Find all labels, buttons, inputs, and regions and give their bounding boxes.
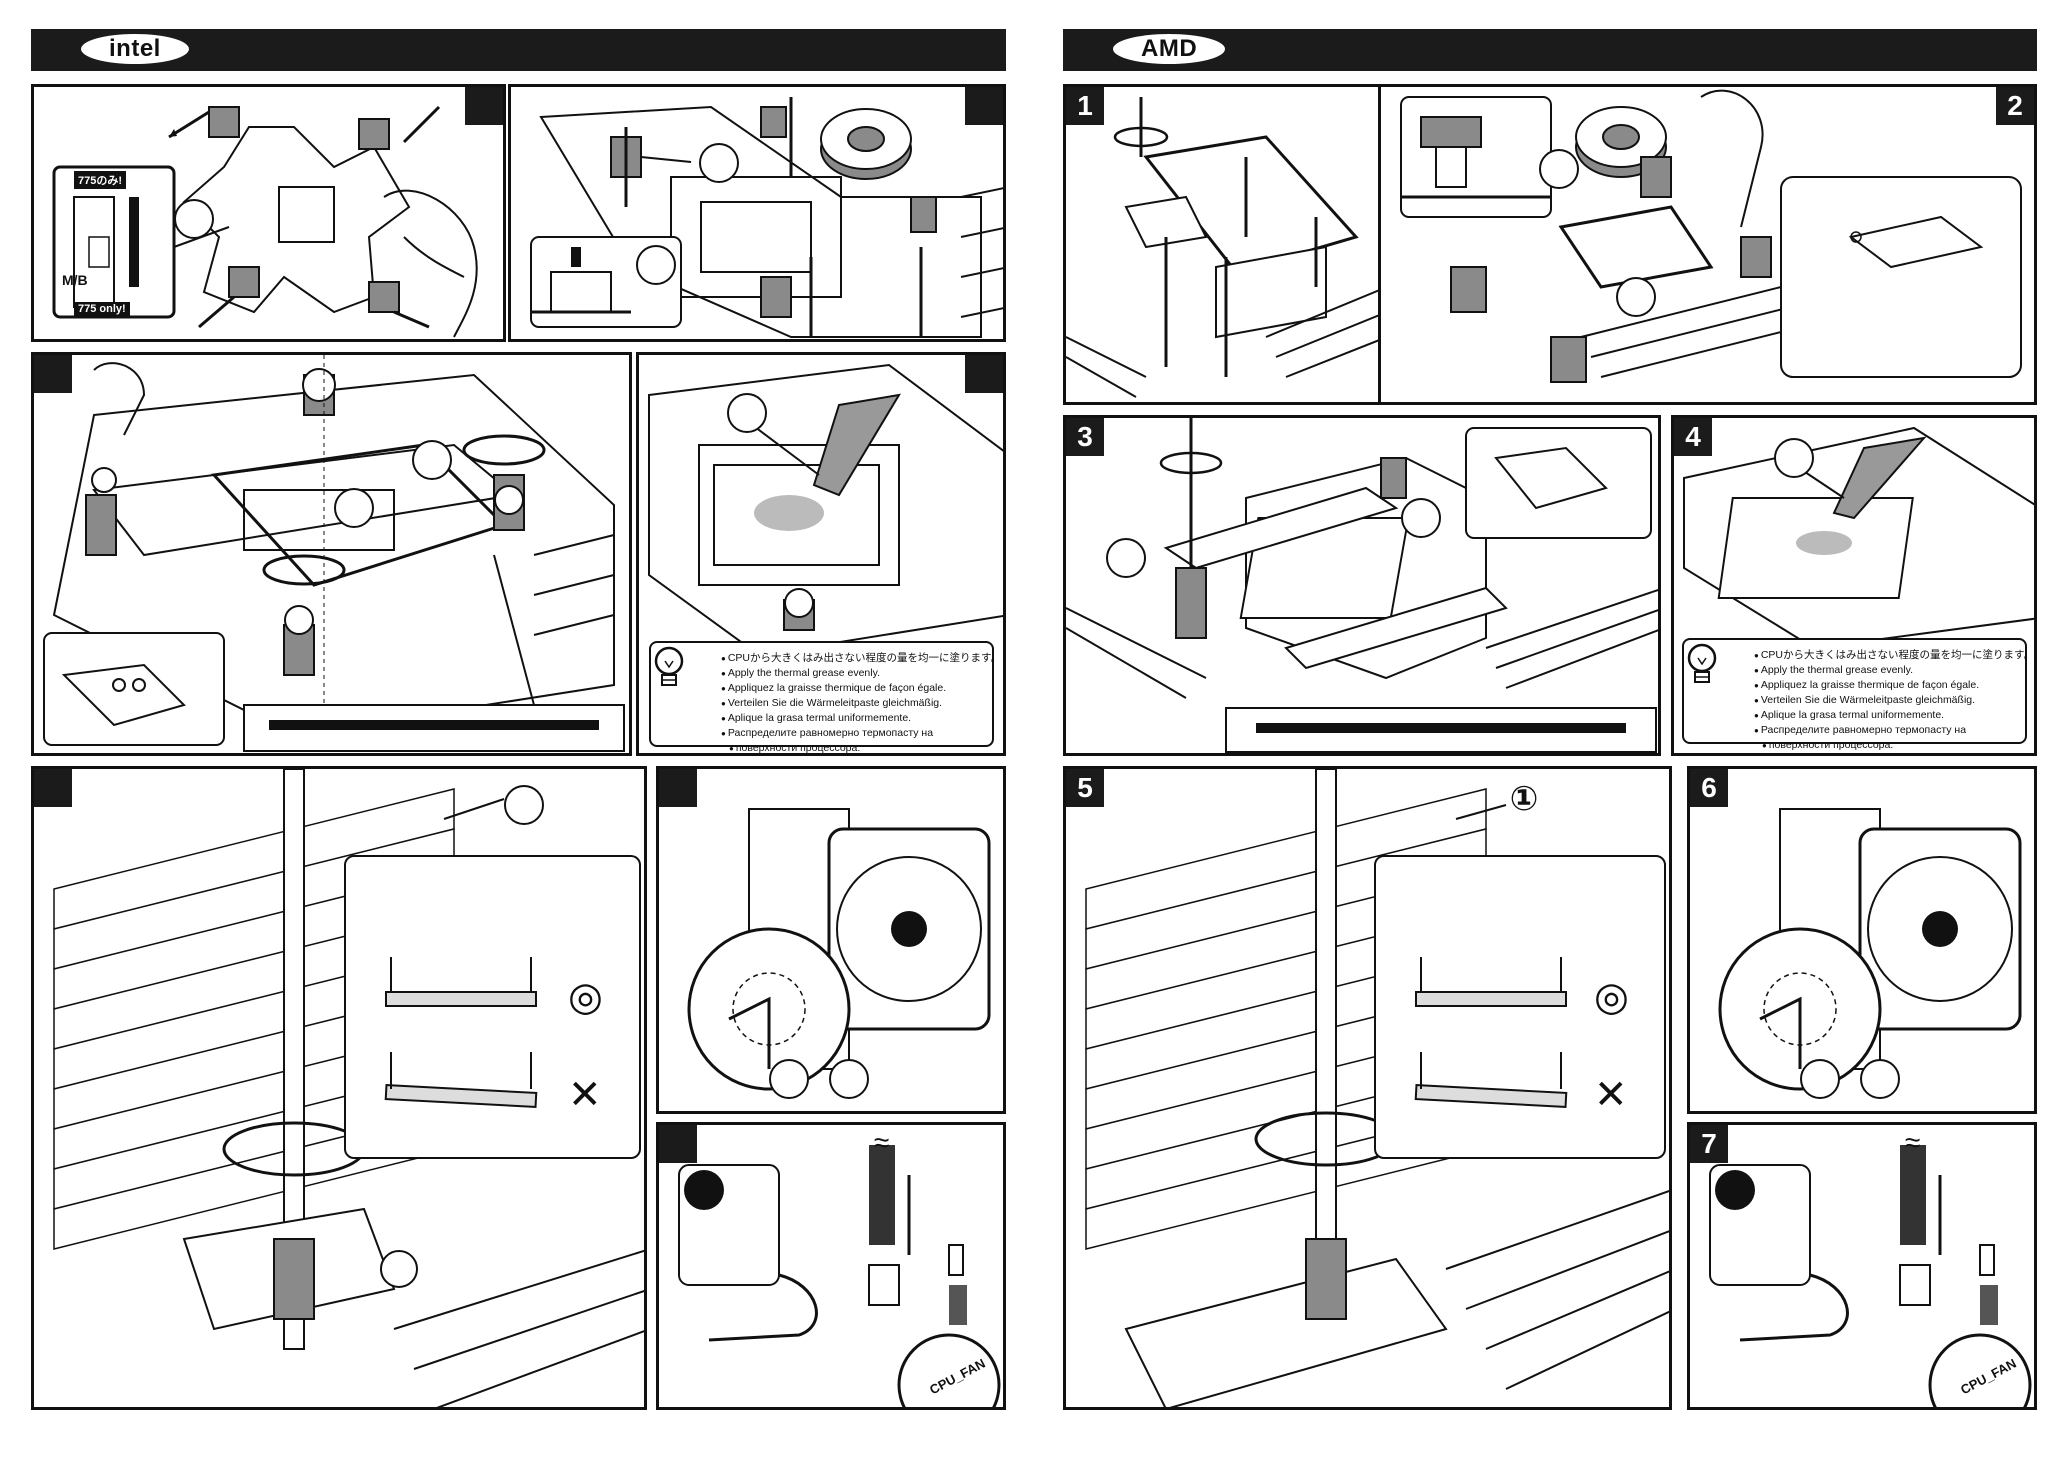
callout-circle [1106,538,1146,578]
note-line-fr: Appliquez la graisse thermique de façon … [1754,678,2017,693]
amd-screw-tightening-inset: ◎ ✕ [1374,855,1666,1159]
note-line-en: Apply the thermal grease evenly. [721,666,984,681]
step7-number: 7 [1690,1125,1728,1163]
step-number-box [34,355,72,393]
amd-step1-panel: 1 [1063,84,1384,405]
step4-number: 4 [1674,418,1712,456]
amd-bracket-removal-illustration [1066,97,1381,398]
step5-number: 5 [1066,769,1104,807]
intel-bracket-panel [31,352,632,756]
callout-circle [1860,1059,1900,1099]
tightening-diagram [384,957,538,1108]
amd-step4-panel: 4 CPUから大きくはみ出さない程度の量を均一に塗ります。 Apply the … [1671,415,2037,756]
step1-number: 1 [1066,87,1104,125]
intel-header-bar: intel [31,29,1006,71]
standoff-illustration [530,97,1003,338]
callout-circle [412,440,452,480]
step-number-box [34,769,72,807]
amd-header-bar: AMD [1063,29,2037,71]
fan-clip-illustration [687,808,991,1091]
lightbulb-icon [1687,643,1717,683]
callout-circle [1774,438,1814,478]
callout-circle [769,1059,809,1099]
step-number-box [465,87,503,125]
amd-step2-panel: 2 [1378,84,2037,405]
amd-step3-panel: 3 [1063,415,1661,756]
intel-fan-clip-panel [656,766,1006,1114]
amd-fan-connector-illustration [1709,1145,2032,1407]
wire-continues-symbol: ≈ [1905,1127,1921,1158]
note-line-ru-2: поверхности процессора. [721,741,984,753]
note-line-es: Aplique la grasa termal uniformemente. [721,711,984,726]
amd-fan-clip-illustration [1718,808,2022,1091]
callout-circle [174,199,214,239]
note-line-es: Aplique la grasa termal uniformemente. [1754,708,2017,723]
wire-continues-symbol: ≈ [874,1127,890,1158]
amd-logo: AMD [1113,34,1226,64]
callout-circle [727,393,767,433]
amd-standoff-illustration [1400,89,2022,383]
motherboard-label: M/B [62,272,88,288]
fan-connector-illustration [678,1145,1001,1407]
callout-circle [636,245,676,285]
intel-heatsink-mount-panel: ◎ ✕ [31,766,647,1410]
callout-circle [1616,277,1656,317]
thermal-grease-note: CPUから大きくはみ出さない程度の量を均一に塗ります。 Apply the th… [649,641,1001,753]
intel-backplate-panel: 775のみ! 775 only! M/B [31,84,506,342]
backplate-illustration [52,105,478,338]
callout-circle [504,785,544,825]
amd-thermal-grease-illustration [1683,426,2034,650]
intel-thermal-grease-panel: CPUから大きくはみ出さない程度の量を均一に塗ります。 Apply the th… [636,352,1006,756]
callout-circle [829,1059,869,1099]
note-line-de: Verteilen Sie die Wärmeleitpaste gleichm… [721,696,984,711]
step-number-box [965,355,1003,393]
note-line-jp: CPUから大きくはみ出さない程度の量を均一に塗ります。 [1754,648,2034,663]
bracket-illustration [43,355,625,753]
775-only-badge-en: 775 only! [74,302,130,316]
step-number-box [965,87,1003,125]
wrong-symbol: ✕ [1594,1073,1628,1117]
part-number-1: ① [1509,780,1539,818]
lightbulb-icon [654,646,684,686]
note-line-ru-2: поверхности процессора. [1754,738,2017,753]
callout-circle [334,488,374,528]
amd-thermal-grease-note: CPUから大きくはみ出さない程度の量を均一に塗ります。 Apply the th… [1682,638,2034,751]
amd-bracket-install-illustration [1066,418,1658,753]
intel-logo: intel [81,34,189,64]
callout-circle [1401,498,1441,538]
amd-step6-panel: 6 [1687,766,2037,1114]
callout-circle [1800,1059,1840,1099]
intel-fan-connector-panel: ≈ CPU_FAN [656,1122,1006,1410]
note-line-jp: CPUから大きくはみ出さない程度の量を均一に塗ります。 [721,651,1001,666]
note-line-ru: Распределите равномерно термопасту на [721,726,984,741]
note-line-ru: Распределите равномерно термопасту на [1754,723,2017,738]
note-line-fr: Appliquez la graisse thermique de façon … [721,681,984,696]
note-line-de: Verteilen Sie die Wärmeleitpaste gleichm… [1754,693,2017,708]
step-number-box [659,769,697,807]
intel-standoff-panel [508,84,1006,342]
wrong-symbol: ✕ [568,1073,602,1117]
screw-tightening-inset: ◎ ✕ [344,855,641,1159]
775-only-badge-jp: 775のみ! [74,171,127,189]
callout-circle [1539,149,1579,189]
step3-number: 3 [1066,418,1104,456]
callout-circle [699,143,739,183]
thermal-grease-illustration [648,363,1003,657]
amd-step5-panel: 5 ① ◎ ✕ [1063,766,1672,1410]
correct-symbol: ◎ [1594,975,1629,1019]
note-line-en: Apply the thermal grease evenly. [1754,663,2017,678]
correct-symbol: ◎ [568,975,603,1019]
step-number-box [659,1125,697,1163]
amd-tightening-diagram [1414,957,1568,1108]
step2-number: 2 [1996,87,2034,125]
step6-number: 6 [1690,769,1728,807]
amd-step7-panel: 7 ≈ CPU_FAN [1687,1122,2037,1410]
